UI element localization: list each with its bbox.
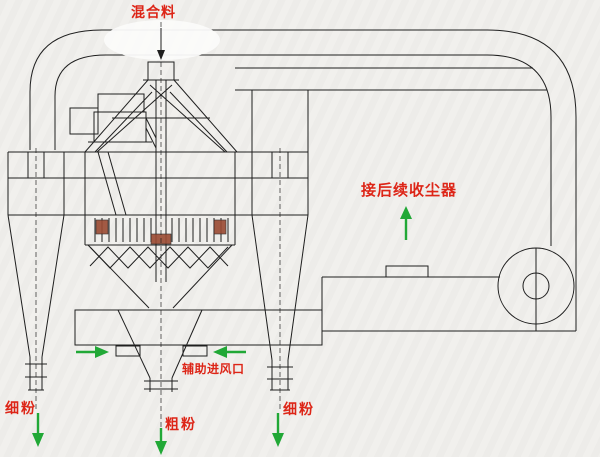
fine-powder-label-right: 细粉	[283, 401, 315, 417]
drive-assembly	[69, 93, 157, 216]
flow-arrow-up-dust-collector	[400, 206, 412, 240]
flow-arrow-left-aux-inlet	[213, 346, 246, 358]
duct-flange	[385, 265, 429, 278]
coarse-powder-arrow	[155, 428, 167, 455]
right-cyclone	[251, 152, 309, 391]
housing-bands	[8, 151, 308, 216]
aux-air-inlet-label: 辅助进风口	[182, 362, 245, 376]
centerlines	[35, 22, 281, 428]
fine-powder-arrow-left	[32, 413, 44, 447]
main-shaft	[155, 80, 167, 282]
fine-powder-arrow-right	[272, 413, 284, 447]
fine-powder-label-left: 细粉	[5, 400, 37, 416]
feed-arrow	[157, 28, 165, 60]
discharge-cone	[117, 309, 203, 392]
aux-air-dampers	[115, 345, 208, 357]
piping	[29, 29, 577, 332]
coarse-powder-label: 粗粉	[165, 416, 197, 432]
dust-collector-label: 接后续收尘器	[361, 182, 458, 199]
vane-ring	[94, 218, 229, 242]
feed-label: 混合料	[131, 4, 176, 20]
fan-volute	[497, 247, 575, 331]
highlight-blob	[104, 20, 220, 60]
flow-arrow-right-aux-inlet	[76, 346, 109, 358]
classifier-body	[74, 152, 323, 346]
